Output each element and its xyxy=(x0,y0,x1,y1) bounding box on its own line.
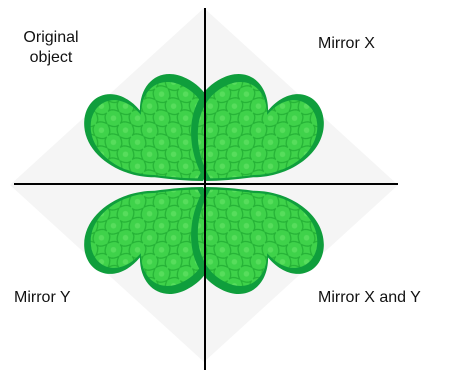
label-original-line1: Original xyxy=(10,28,92,48)
label-original: Original object xyxy=(10,28,92,68)
label-mirror-y: Mirror Y xyxy=(14,288,71,308)
label-mirror-x: Mirror X xyxy=(318,34,375,54)
label-original-line2: object xyxy=(10,48,92,68)
label-mirror-xy: Mirror X and Y xyxy=(318,288,421,308)
